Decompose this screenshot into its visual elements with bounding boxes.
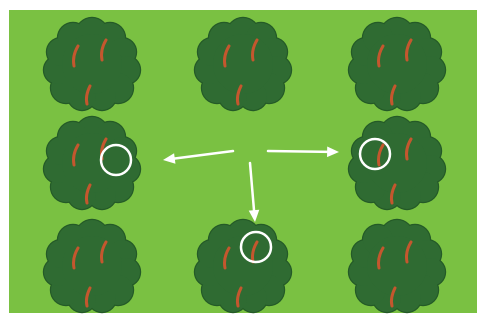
bush-grid-diagram: [0, 0, 485, 322]
